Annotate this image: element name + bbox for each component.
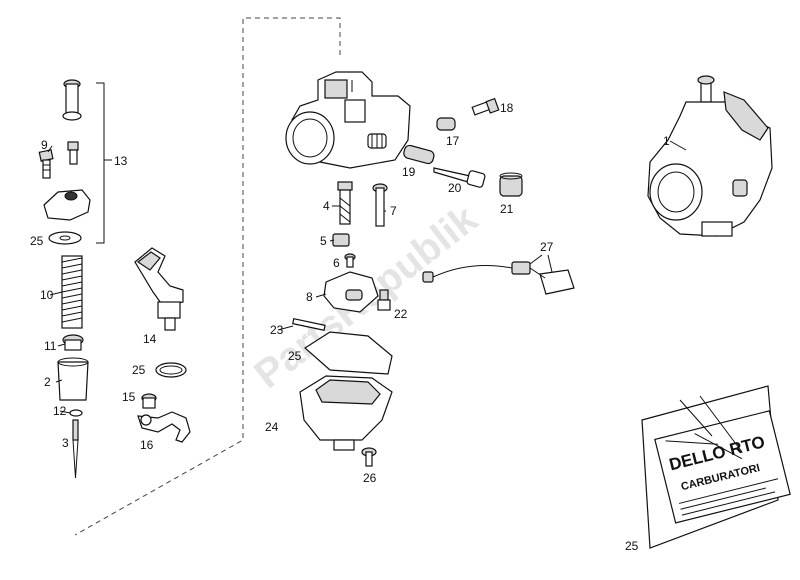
callout-1: 1 — [663, 134, 670, 148]
part-18-screw — [471, 97, 500, 116]
part-20-screw — [433, 167, 486, 188]
callout-4: 4 — [323, 199, 330, 213]
leader-lines — [47, 140, 743, 453]
bracket-13 — [96, 82, 105, 244]
part-8-float — [323, 271, 379, 313]
callout-8: 8 — [306, 290, 313, 304]
part-23-pin — [292, 318, 326, 331]
callout-12: 12 — [53, 404, 67, 418]
part-25-gasket-left — [48, 231, 82, 245]
callout-22: 22 — [394, 307, 408, 321]
part-7-pin — [372, 183, 388, 227]
part-9-screw — [38, 149, 54, 179]
part-27-choke-heater — [422, 261, 575, 295]
part-10-spring — [61, 255, 83, 329]
callout-labels: 1 2 3 4 5 6 7 8 9 10 11 12 13 14 15 16 1… — [30, 101, 670, 553]
callout-19: 19 — [402, 165, 416, 179]
callout-25-oring: 25 — [132, 363, 146, 377]
part-2-slide — [57, 357, 89, 401]
part-17-spring — [436, 117, 456, 131]
part-carb-body-center — [285, 71, 411, 169]
part-top-cap — [62, 79, 82, 121]
part-22-valve — [377, 289, 391, 311]
callout-9: 9 — [41, 138, 48, 152]
part-12-clip — [69, 409, 83, 417]
part-4-jet — [337, 181, 353, 225]
callout-21: 21 — [500, 202, 514, 216]
part-1-carb-complete — [647, 75, 773, 237]
callout-27: 27 — [540, 240, 554, 254]
part-25-kit-bag: DELLO RTO CARBURATORI — [641, 385, 791, 549]
callout-26: 26 — [363, 471, 377, 485]
part-cover-cap — [43, 189, 91, 221]
part-25-oring — [155, 362, 187, 378]
part-14-throttle-control — [134, 247, 184, 331]
callout-2: 2 — [44, 375, 51, 389]
part-26-screw — [361, 447, 377, 467]
callout-23: 23 — [270, 323, 284, 337]
part-6-screw — [344, 253, 356, 268]
callout-11: 11 — [44, 339, 57, 353]
callout-15: 15 — [122, 390, 136, 404]
callout-5: 5 — [320, 234, 327, 248]
callout-10: 10 — [40, 288, 54, 302]
callout-25-float-gasket: 25 — [288, 349, 302, 363]
callout-24: 24 — [265, 420, 279, 434]
part-16-lever — [137, 411, 191, 443]
part-21-cap — [499, 172, 523, 197]
callout-13: 13 — [114, 154, 128, 168]
callout-20: 20 — [448, 181, 462, 195]
part-3-needle — [72, 419, 79, 479]
part-15-screw — [141, 393, 157, 409]
part-5-nut — [332, 233, 350, 247]
kit-label — [654, 410, 791, 524]
group-outline — [74, 17, 341, 536]
part-11-retainer — [62, 334, 84, 351]
callout-14: 14 — [143, 332, 157, 346]
callout-18: 18 — [500, 101, 514, 115]
callout-25-gasket: 25 — [30, 234, 44, 248]
callout-7: 7 — [390, 204, 397, 218]
callout-25-kit: 25 — [625, 539, 639, 553]
callout-17: 17 — [446, 134, 460, 148]
callout-16: 16 — [140, 438, 154, 452]
part-24-float-bowl — [299, 375, 393, 451]
part-19-spring — [403, 144, 435, 165]
part-25-gasket — [304, 331, 393, 375]
callout-3: 3 — [62, 436, 69, 450]
part-small-bolt — [67, 141, 79, 165]
callout-6: 6 — [333, 256, 340, 270]
